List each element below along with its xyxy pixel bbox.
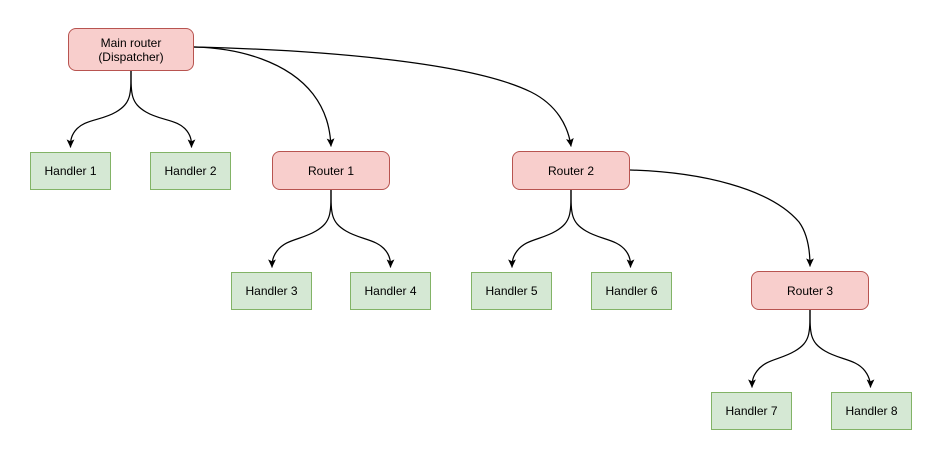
node-router-3-label: Router 3	[786, 283, 834, 298]
edge-router-2-to-router-3	[629, 169, 814, 267]
edge-router-2-to-handler-6	[570, 189, 635, 268]
node-router-2[interactable]: Router 2	[512, 151, 630, 190]
node-handler-8[interactable]: Handler 8	[831, 392, 912, 430]
node-router-1-label: Router 1	[307, 163, 355, 178]
edge-router-1-to-handler-4	[330, 189, 395, 268]
node-handler-7[interactable]: Handler 7	[711, 392, 792, 430]
node-handler-4-label: Handler 4	[364, 284, 417, 298]
node-handler-5-label: Handler 5	[485, 284, 538, 298]
edge-main-to-handler-1	[66, 70, 132, 148]
node-handler-2[interactable]: Handler 2	[150, 152, 231, 190]
node-router-2-label: Router 2	[547, 163, 595, 178]
edge-router-3-to-handler-8	[809, 309, 875, 388]
edge-main-to-router-1	[193, 46, 335, 147]
node-router-3[interactable]: Router 3	[751, 271, 869, 310]
node-main-router-label: Main router (Dispatcher)	[98, 35, 164, 64]
node-handler-6-label: Handler 6	[605, 284, 658, 298]
node-handler-7-label: Handler 7	[725, 404, 778, 418]
node-handler-3-label: Handler 3	[245, 284, 298, 298]
edge-router-1-to-handler-3	[268, 189, 332, 268]
node-handler-3[interactable]: Handler 3	[231, 272, 312, 310]
node-handler-2-label: Handler 2	[164, 164, 217, 178]
node-handler-6[interactable]: Handler 6	[591, 272, 672, 310]
edge-main-to-handler-2	[130, 70, 196, 148]
node-handler-8-label: Handler 8	[845, 404, 898, 418]
node-handler-4[interactable]: Handler 4	[350, 272, 431, 310]
node-handler-1[interactable]: Handler 1	[30, 152, 111, 190]
edge-router-2-to-handler-5	[508, 189, 572, 268]
node-handler-1-label: Handler 1	[44, 164, 97, 178]
node-router-1[interactable]: Router 1	[272, 151, 390, 190]
node-main-router[interactable]: Main router (Dispatcher)	[68, 28, 194, 71]
node-handler-5[interactable]: Handler 5	[471, 272, 552, 310]
edge-main-to-router-2	[193, 46, 574, 147]
edge-router-3-to-handler-7	[748, 309, 811, 388]
